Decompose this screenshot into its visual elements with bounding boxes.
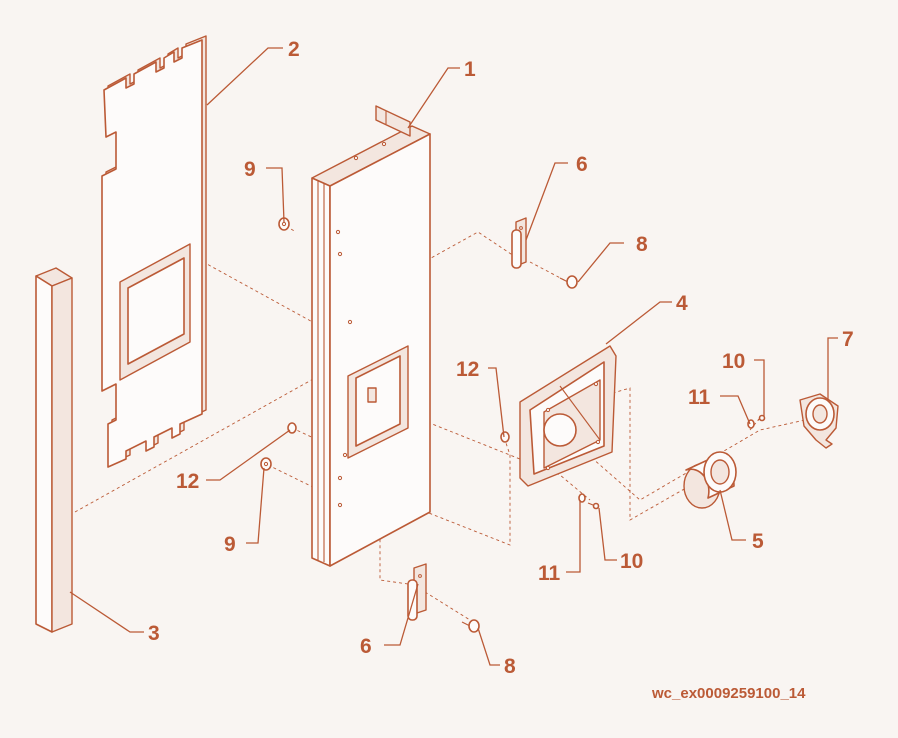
- callout-4: 4: [676, 292, 688, 315]
- callout-7: 7: [842, 328, 854, 351]
- reference-code: wc_ex0009259100_14: [651, 685, 806, 702]
- part-10-screw-upper: [757, 414, 766, 422]
- part-3-vertical-bar: [35, 267, 73, 633]
- callout-10-upper: 10: [722, 350, 745, 373]
- callout-12-lower: 12: [176, 470, 199, 493]
- part-12-nut-upper: [500, 431, 510, 443]
- callout-6-upper: 6: [576, 153, 588, 176]
- part-5-cylinder-housing: [683, 451, 737, 509]
- part-7-lock-cam: [799, 393, 839, 449]
- callout-8-lower: 8: [504, 655, 516, 678]
- callout-2: 2: [288, 38, 300, 61]
- part-8-screw-upper: [559, 275, 578, 289]
- part-6-hinge-lower: [407, 563, 427, 621]
- callout-1: 1: [464, 58, 476, 81]
- callout-9-upper: 9: [244, 158, 256, 181]
- callout-11-lower: 11: [538, 562, 561, 585]
- callout-3: 3: [148, 622, 160, 645]
- part-8-screw-lower: [461, 619, 480, 633]
- part-4-mounting-plate: [519, 345, 617, 487]
- callout-leader-lines: [69, 47, 838, 666]
- callout-labels: 2 1 3 4 5 6 6 7 8 8 9 9 10 10 11 11 12 1…: [148, 38, 854, 678]
- part-12-nut-lower: [287, 422, 297, 434]
- callout-8-upper: 8: [636, 233, 648, 256]
- part-10-screw-lower: [587, 502, 600, 510]
- callout-5: 5: [752, 530, 764, 553]
- callout-11-upper: 11: [688, 386, 711, 409]
- part-2-back-panel: [101, 35, 207, 468]
- part-6-hinge-upper: [511, 217, 527, 269]
- part-9-nut-lower: [260, 457, 272, 471]
- callout-6-lower: 6: [360, 635, 372, 658]
- part-1-main-frame: [311, 105, 431, 567]
- callout-9-lower: 9: [224, 533, 236, 556]
- callout-12-upper: 12: [456, 358, 479, 381]
- callout-10-lower: 10: [620, 550, 643, 573]
